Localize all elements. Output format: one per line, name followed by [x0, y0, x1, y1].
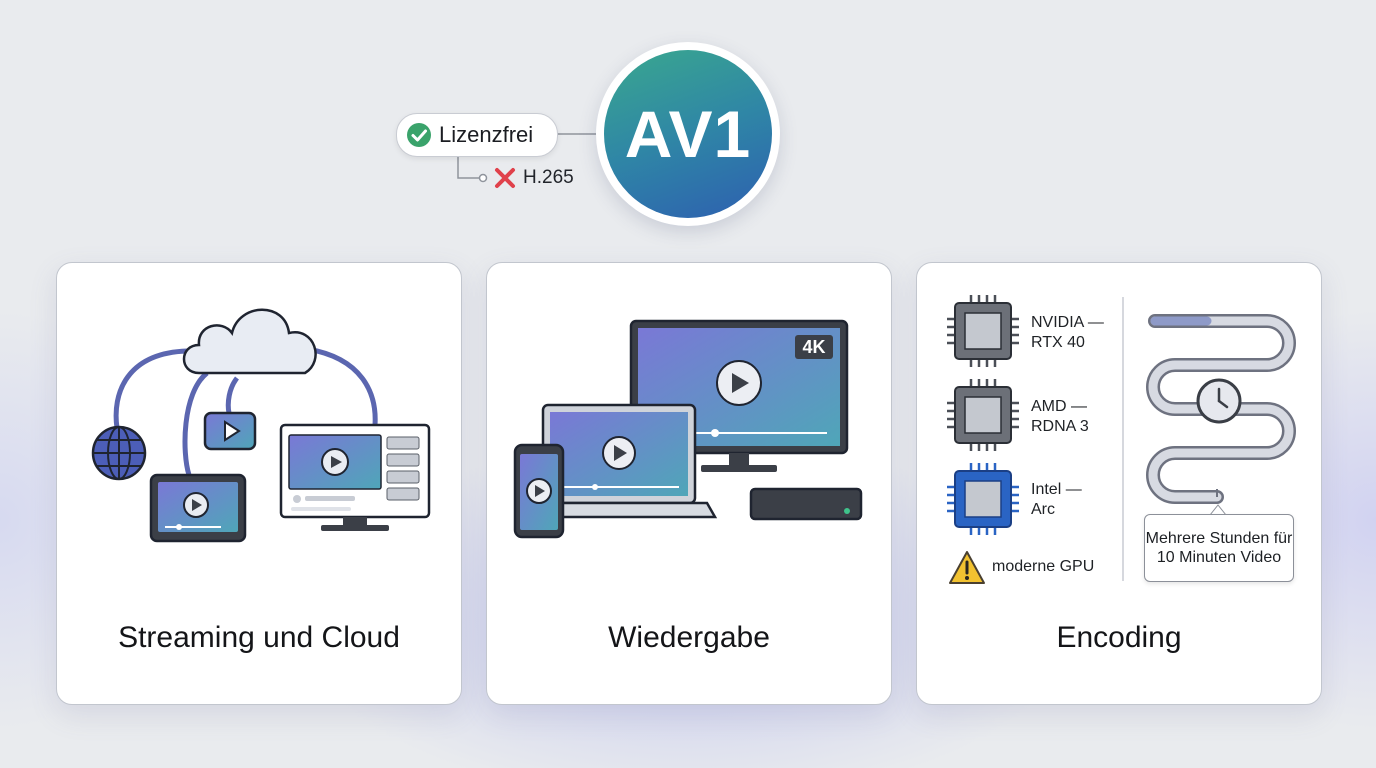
h265-label: H.265 — [523, 167, 574, 188]
video-icon — [203, 411, 257, 451]
av1-badge: AV1 — [596, 42, 780, 226]
card-title-encoding: Encoding — [1056, 621, 1182, 654]
nvidia-chip-icon — [945, 293, 1021, 369]
card-title-playback: Wiedergabe — [608, 621, 770, 654]
resolution-4k-badge: 4K — [802, 337, 825, 357]
warning-label: moderne GPU — [992, 558, 1095, 575]
card-encoding: NVIDIA —RTX 40 AMD —RDNA 3 Intel —Arc mo… — [916, 262, 1322, 705]
intel-chip-icon — [947, 463, 1019, 535]
av1-label: AV1 — [624, 97, 752, 171]
card-playback: 4K Wiedergab — [486, 262, 892, 705]
gpu-label-intel: Intel —Arc — [1031, 481, 1082, 518]
check-icon — [407, 123, 431, 147]
encoding-illustration — [945, 293, 1296, 584]
card-title-streaming: Streaming und Cloud — [118, 621, 400, 654]
clock-icon — [1196, 378, 1242, 424]
set-top-box-icon — [749, 487, 863, 521]
license-free-pill: Lizenzfrei — [396, 113, 558, 157]
playback-devices-illustration: 4K — [513, 319, 863, 539]
h265-comparison: H.265 — [493, 166, 574, 190]
cross-icon — [495, 168, 515, 188]
license-free-label: Lizenzfrei — [439, 122, 534, 147]
card-streaming-cloud: Streaming und Cloud — [56, 262, 462, 705]
tablet-icon — [149, 473, 247, 543]
streaming-cloud-illustration — [91, 308, 431, 543]
amd-chip-icon — [945, 377, 1021, 453]
encoding-time-note: Mehrere Stunden für 10 Minuten Video — [1144, 514, 1294, 582]
gpu-label-amd: AMD —RDNA 3 — [1031, 398, 1089, 435]
phone-icon — [513, 443, 565, 539]
warning-icon — [949, 551, 985, 584]
laptop-icon — [520, 403, 718, 519]
gpu-label-nvidia: NVIDIA —RTX 40 — [1031, 314, 1104, 351]
cloud-icon — [182, 308, 317, 375]
globe-icon — [91, 425, 147, 481]
monitor-icon — [279, 423, 431, 531]
